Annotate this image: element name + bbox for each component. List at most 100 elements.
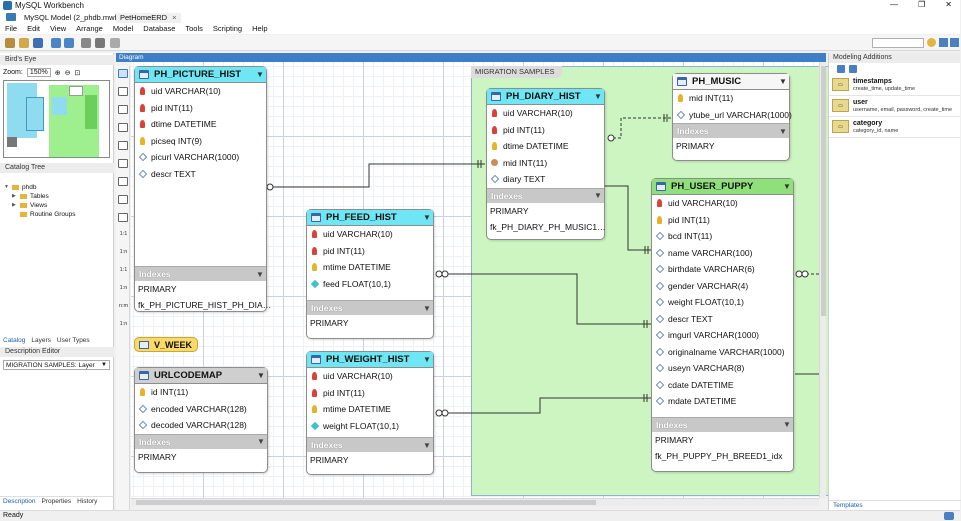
column-row[interactable]: uid VARCHAR(10) (307, 368, 433, 385)
indexes-header[interactable]: Indexes▼ (307, 300, 433, 315)
column-row[interactable]: descr TEXT (652, 311, 793, 328)
index-row[interactable]: PRIMARY (310, 318, 349, 328)
table-ph-music[interactable]: PH_MUSIC▼ mid INT(11)ytube_url VARCHAR(1… (672, 73, 792, 161)
column-row[interactable]: encoded VARCHAR(128) (135, 401, 267, 418)
table-header[interactable]: PH_USER_PUPPY▼ (652, 179, 793, 195)
relation-existing-icon[interactable]: 1:n (119, 321, 128, 327)
menu-edit[interactable]: Edit (27, 24, 41, 33)
add-template-icon[interactable] (837, 65, 845, 73)
new-file-icon[interactable] (5, 38, 15, 48)
menu-tools[interactable]: Tools (185, 24, 203, 33)
column-row[interactable]: mdate DATETIME (652, 393, 793, 410)
column-row[interactable]: pid INT(11) (307, 243, 433, 260)
routine-group-tool-icon[interactable] (118, 213, 128, 222)
column-row[interactable]: dtime DATETIME (487, 138, 604, 155)
column-row[interactable]: id INT(11) (135, 384, 267, 401)
column-row[interactable]: useyn VARCHAR(8) (652, 360, 793, 377)
column-row[interactable]: pid INT(11) (307, 385, 433, 402)
relation-weight-puppy[interactable] (436, 397, 651, 414)
collapse-chevron-icon[interactable]: ▼ (257, 437, 265, 446)
column-row[interactable]: picseq INT(9) (135, 133, 266, 150)
collapse-chevron-icon[interactable]: ▼ (423, 440, 431, 450)
table-tool-icon[interactable] (118, 177, 128, 186)
collapse-chevron-icon[interactable]: ▼ (423, 213, 431, 222)
column-row[interactable]: pid INT(11) (487, 122, 604, 139)
eraser-tool-icon[interactable] (118, 105, 128, 114)
align-icon[interactable] (95, 38, 105, 48)
edit-template-icon[interactable] (849, 65, 857, 73)
view-tool-icon[interactable] (118, 195, 128, 204)
relation-picture-diary[interactable] (273, 163, 485, 188)
column-row[interactable]: uid VARCHAR(10) (487, 105, 604, 122)
column-row[interactable]: mtime DATETIME (307, 259, 433, 276)
collapse-chevron-icon[interactable]: ▼ (256, 269, 264, 279)
column-row[interactable]: dtime DATETIME (135, 116, 266, 133)
column-row[interactable]: gender VARCHAR(4) (652, 278, 793, 295)
layer-tool-icon[interactable] (118, 123, 128, 132)
text-tool-icon[interactable] (118, 141, 128, 150)
zoom-in-icon[interactable]: ⊕ (54, 69, 61, 77)
menu-arrange[interactable]: Arrange (76, 24, 103, 33)
column-row[interactable]: uid VARCHAR(10) (135, 83, 266, 100)
panel-toggle-left-icon[interactable] (939, 38, 948, 47)
zoom-fit-icon[interactable]: ⊡ (74, 69, 81, 77)
toggle-grid-icon[interactable] (81, 38, 91, 48)
column-row[interactable]: weight FLOAT(10,1) (307, 418, 433, 435)
tab-properties[interactable]: Properties (41, 498, 72, 505)
relation-1-1-icon[interactable]: 1:1 (119, 231, 128, 237)
zoom-select[interactable]: 150% (26, 68, 51, 77)
index-row[interactable]: PRIMARY (310, 455, 349, 465)
maximize-button[interactable]: ❐ (918, 0, 926, 9)
table-urlcodemap[interactable]: URLCODEMAP▼ id INT(11)encoded VARCHAR(12… (134, 367, 268, 473)
column-row[interactable]: weight FLOAT(10,1) (652, 294, 793, 311)
redo-icon[interactable] (64, 38, 74, 48)
indexes-header[interactable]: Indexes▼ (487, 187, 604, 203)
close-window-button[interactable]: ✕ (945, 0, 952, 9)
tab-catalog[interactable]: Catalog (0, 336, 29, 345)
column-row[interactable]: ytube_url VARCHAR(1000) (673, 107, 792, 124)
index-row[interactable]: fk_PH_PICTURE_HIST_PH_DIA… (138, 300, 272, 310)
collapse-chevron-icon[interactable]: ▼ (783, 420, 791, 429)
column-row[interactable]: uid VARCHAR(10) (652, 195, 793, 212)
column-row[interactable]: originalname VARCHAR(1000) (652, 344, 793, 361)
column-row[interactable]: bcd INT(11) (652, 228, 793, 245)
index-row[interactable]: PRIMARY (138, 451, 177, 462)
collapse-chevron-icon[interactable]: ▼ (779, 77, 787, 86)
column-row[interactable]: uid VARCHAR(10) (307, 226, 433, 243)
search-icon[interactable] (927, 38, 936, 47)
pointer-tool-icon[interactable] (118, 69, 128, 78)
diagram-canvas[interactable]: MIGRATION SAMPLES (131, 62, 831, 498)
scrollbar-thumb[interactable] (136, 500, 596, 505)
collapse-chevron-icon[interactable]: ▼ (594, 92, 602, 101)
minimize-button[interactable]: — (890, 0, 899, 9)
index-row[interactable]: PRIMARY (676, 141, 715, 151)
tree-item-phdb[interactable]: ▼phdb (4, 184, 37, 191)
indexes-header[interactable]: Indexes▼ (652, 416, 793, 432)
collapse-chevron-icon[interactable]: ▼ (783, 182, 791, 191)
table-header[interactable]: PH_PICTURE_HIST▼ (135, 67, 266, 83)
indexes-header[interactable]: Indexes▼ (673, 123, 789, 138)
column-row[interactable]: feed FLOAT(10,1) (307, 276, 433, 293)
table-header[interactable]: PH_MUSIC▼ (673, 74, 789, 90)
zoom-out-icon[interactable]: ⊖ (64, 69, 71, 77)
view-v-week[interactable]: V_WEEK (134, 337, 198, 352)
index-row[interactable]: fk_PH_DIARY_PH_MUSIC1… (490, 221, 606, 232)
column-row[interactable]: decoded VARCHAR(128) (135, 417, 267, 434)
table-ph-diary-hist[interactable]: PH_DIARY_HIST▼ uid VARCHAR(10)pid INT(11… (486, 88, 606, 240)
column-row[interactable]: descr TEXT (135, 166, 266, 183)
collapse-chevron-icon[interactable]: ▼ (779, 126, 787, 136)
tree-item-tables[interactable]: ▶Tables (12, 193, 49, 200)
menu-model[interactable]: Model (112, 24, 134, 33)
search-input[interactable] (872, 38, 924, 48)
collapse-chevron-icon[interactable]: ▼ (423, 355, 431, 364)
column-row[interactable]: diary TEXT (487, 171, 604, 188)
diagram-horizontal-scrollbar[interactable] (131, 498, 819, 506)
relation-1-n-id-icon[interactable]: 1:n (119, 285, 128, 291)
collapse-chevron-icon[interactable]: ▼ (256, 70, 264, 79)
collapse-chevron-icon[interactable]: ▼ (423, 303, 431, 313)
table-ph-picture-hist[interactable]: PH_PICTURE_HIST▼ uid VARCHAR(10)pid INT(… (134, 66, 272, 312)
column-row[interactable]: pid INT(11) (135, 100, 266, 117)
tab-history[interactable]: History (77, 498, 98, 505)
